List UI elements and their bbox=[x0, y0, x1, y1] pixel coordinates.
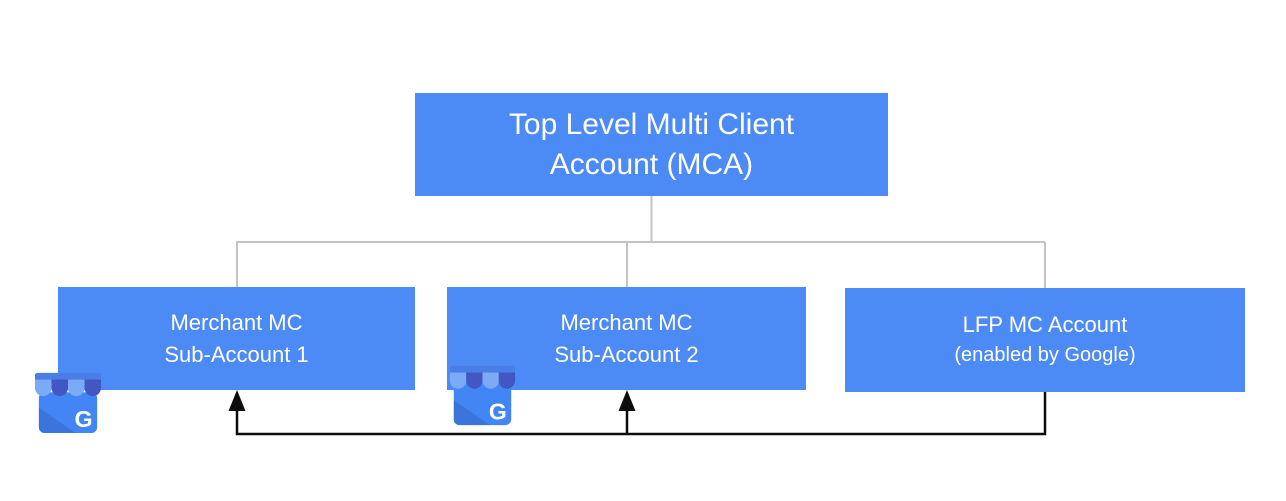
awning-scallop-light bbox=[34, 379, 52, 397]
google-business-profile-icon: G bbox=[449, 365, 516, 426]
node-label-line1: Merchant MC bbox=[560, 309, 693, 335]
node-lfp-mc-account: LFP MC Account (enabled by Google) bbox=[845, 288, 1245, 392]
node-label-line2: Sub-Account 2 bbox=[554, 341, 699, 367]
awning-band bbox=[449, 365, 516, 375]
node-label-line2: Sub-Account 1 bbox=[164, 341, 309, 367]
tree-connector-lines bbox=[236, 196, 1046, 288]
awning-scallop-dark bbox=[84, 379, 102, 397]
node-merchant-sub-account-1: Merchant MC Sub-Account 1 bbox=[58, 287, 415, 390]
node-top-level-mca: Top Level Multi Client Account (MCA) bbox=[415, 93, 888, 196]
google-g-letter: G bbox=[74, 406, 92, 432]
awning-scallop-light bbox=[482, 372, 499, 389]
awning-scallop-dark bbox=[498, 372, 516, 389]
awning-scallop-light bbox=[449, 372, 467, 389]
arrowhead-into-sub-account-1 bbox=[228, 390, 246, 411]
lfp-arrow-lines bbox=[235, 392, 1047, 436]
node-label-line2: (enabled by Google) bbox=[954, 344, 1136, 366]
arrowhead-into-sub-account-2 bbox=[618, 390, 636, 411]
awning-scallop-light bbox=[68, 379, 85, 397]
storefront-body-shade bbox=[38, 407, 76, 434]
node-label-line1: Top Level Multi Client bbox=[508, 107, 795, 141]
awning-scallop-dark bbox=[466, 372, 483, 389]
node-label-line1: LFP MC Account bbox=[962, 312, 1128, 337]
awning-scallop-dark bbox=[51, 379, 68, 397]
node-label-line1: Merchant MC bbox=[170, 309, 303, 335]
awning-band bbox=[34, 372, 102, 382]
google-g-letter: G bbox=[489, 398, 507, 424]
google-business-profile-icon: G bbox=[34, 372, 102, 434]
node-label-line2: Account (MCA) bbox=[549, 147, 754, 181]
